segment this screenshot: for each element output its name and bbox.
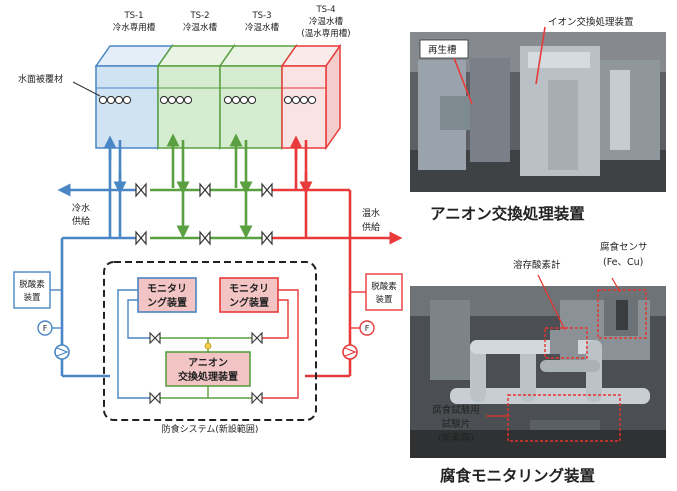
anion-label-1: アニオン	[188, 357, 228, 369]
deox-left-label-1: 脱酸素	[19, 279, 45, 290]
cold-supply-label-1: 冷水	[72, 202, 90, 214]
monitor-right-label-2: ング装置	[229, 296, 269, 309]
flow-meter-right-label: F	[365, 324, 370, 333]
system-boundary	[103, 261, 317, 421]
tank-ts3-name: 冷温水槽	[245, 22, 280, 33]
photo-corrosion-monitor	[410, 274, 666, 458]
lower-header	[60, 190, 403, 345]
internal-valves	[149, 331, 263, 405]
flow-meter-left-label: F	[43, 324, 48, 333]
tank-ts3-id: TS-3	[251, 11, 271, 21]
photo-top-caption: アニオン交換処理装置	[430, 205, 585, 223]
monitor-left-box	[137, 277, 197, 313]
cover-leader	[72, 81, 101, 97]
deox-left	[13, 271, 62, 309]
photo-top-label-regen: 再生槽	[428, 44, 457, 56]
junction-dot	[204, 342, 212, 350]
deox-right-label-1: 脱酸素	[371, 281, 397, 292]
photo-anion-unit	[410, 26, 666, 192]
pump-right	[305, 344, 358, 378]
tank-ts4-name: 冷温水槽	[309, 16, 344, 27]
cover-circles	[98, 95, 317, 105]
monitor-left-label-1: モニタリ	[147, 283, 187, 295]
flow-meter-left	[37, 320, 62, 336]
tank-ts4	[280, 43, 342, 151]
header-valves	[135, 182, 273, 246]
tank-ts4-id: TS-4	[315, 5, 335, 15]
tank-ts2-id: TS-2	[189, 11, 209, 21]
flow-meter-right	[350, 320, 375, 336]
deox-right	[350, 273, 403, 311]
tank-arrows	[103, 135, 313, 195]
pump-left	[54, 344, 110, 378]
anion-label-2: 交換処理装置	[178, 370, 238, 383]
tank-ts1-id: TS-1	[123, 11, 143, 21]
photo-bottom-label-coupon-1: 腐食試験用	[432, 404, 480, 416]
deox-left-label-2: 装置	[23, 292, 41, 303]
photo-bottom-label-coupon-2: 試験片	[442, 418, 471, 430]
hot-supply-label-2: 供給	[362, 221, 380, 233]
photo-top-label-ion: イオン交換処理装置	[548, 16, 634, 28]
photo-bottom-caption: 腐食モニタリング装置	[440, 467, 596, 485]
tank-ts1-name: 冷水専用槽	[113, 22, 156, 33]
cover-label: 水面被覆材	[18, 73, 63, 85]
photo-bottom-label-do: 溶存酸素計	[513, 259, 561, 271]
hot-supply-label-1: 温水	[362, 207, 380, 219]
photo-bottom-label-coupon-3: (炭素鋼)	[438, 432, 474, 444]
internal-loops	[117, 289, 299, 399]
monitor-left-label-2: ング装置	[147, 296, 187, 309]
cold-supply-label-2: 供給	[72, 215, 90, 227]
tank-ts2-name: 冷温水槽	[183, 22, 218, 33]
photo-bottom-label-sensor-2: (Fe、Cu)	[603, 257, 643, 268]
monitor-right-box	[219, 277, 279, 313]
deox-right-label-2: 装置	[375, 294, 393, 305]
upper-header	[57, 183, 352, 238]
anion-box	[165, 351, 251, 387]
monitor-right-label-1: モニタリ	[229, 283, 269, 295]
photo-bottom-label-sensor-1: 腐食センサ	[600, 241, 648, 253]
system-label: 防食システム(新設範囲)	[162, 423, 259, 435]
tank-ts4-name2: (温水専用槽)	[301, 28, 350, 39]
